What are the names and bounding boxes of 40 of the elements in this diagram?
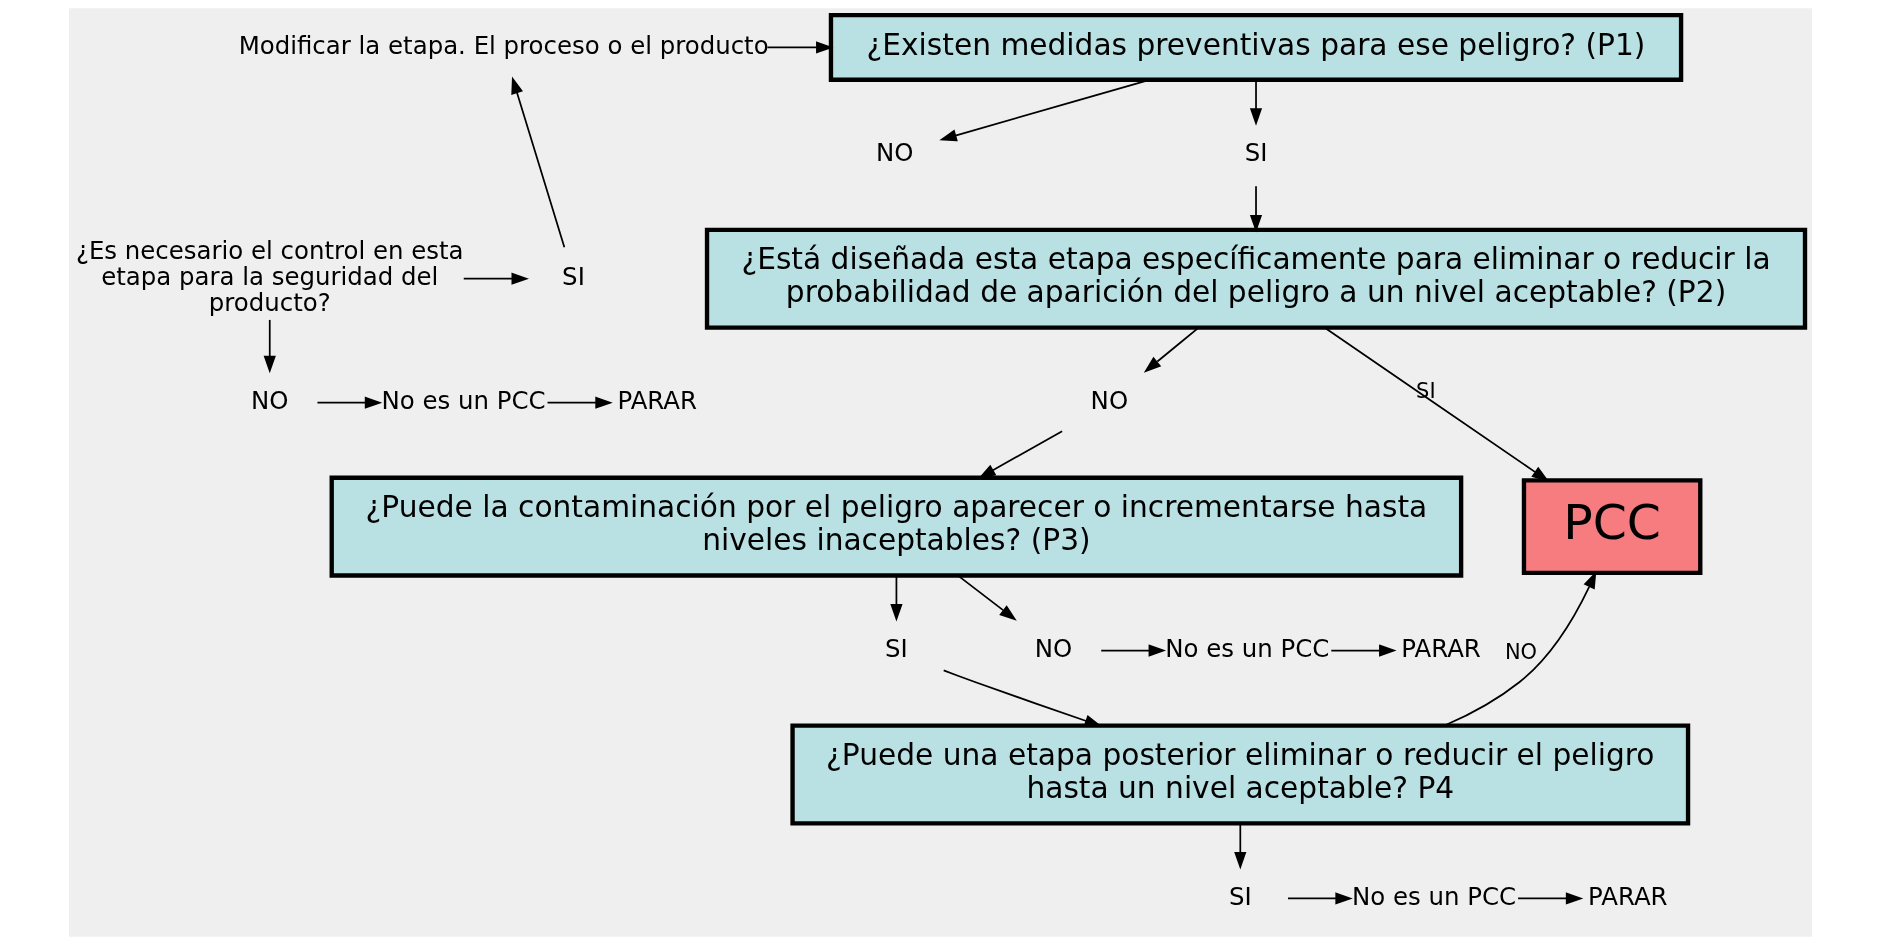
- arrow: [316, 396, 383, 409]
- node-box: ¿Puede una etapa posterior eliminar o reducir el peligro hasta un nivel aceptable? P4: [790, 723, 1691, 826]
- arrow: [511, 76, 566, 249]
- node-text: No es un PCC: [1352, 881, 1517, 911]
- arrow: [1100, 644, 1167, 657]
- arrow: [1143, 327, 1199, 373]
- node-text: No es un PCC: [381, 386, 546, 416]
- node-text: PARAR: [1588, 881, 1668, 911]
- node-text: PARAR: [1401, 634, 1481, 664]
- arrow: [1517, 892, 1584, 905]
- node-text: NO: [875, 138, 914, 168]
- arrow: [462, 272, 529, 285]
- edge-label: NO: [1504, 640, 1538, 665]
- node-text: SI: [1244, 138, 1268, 168]
- arrow: [1249, 185, 1263, 233]
- arrow: [766, 41, 834, 54]
- node-box: ¿Puede la contaminación por el peligro aparecer o incrementarse hasta niveles inaceptables? (P3): [329, 475, 1464, 578]
- node-text: NO: [251, 386, 289, 416]
- node-text: SI: [562, 262, 585, 292]
- arrow: [890, 575, 903, 622]
- node-text: SI: [1228, 881, 1252, 911]
- arrow: [957, 574, 1017, 621]
- node-text: No es un PCC: [1165, 634, 1330, 664]
- node-text: Modificar la etapa. El proceso o el producto: [238, 30, 769, 60]
- node-box: ¿Está diseñada esta etapa específicamente para eliminar o reducir la probabilidad de aparición del peligro a un nivel aceptable? (P2): [704, 227, 1808, 330]
- node-text: SI: [885, 634, 908, 664]
- arrow: [546, 396, 613, 409]
- arrow: [1330, 644, 1397, 657]
- arrow: [1287, 892, 1353, 905]
- arrow: [978, 430, 1063, 479]
- node-text: NO: [1090, 386, 1129, 416]
- arrow: [1234, 822, 1247, 870]
- node-text: NO: [1034, 634, 1073, 664]
- node-text: PARAR: [617, 386, 698, 416]
- arrow: [1324, 327, 1550, 482]
- node-box: PCC: [1521, 478, 1703, 576]
- node-text: ¿Es necesario el control en esta etapa para la seguridad del producto?: [75, 236, 464, 318]
- node-box: ¿Existen medidas preventivas para ese peligro? (P1): [828, 12, 1684, 82]
- arrow: [263, 319, 276, 374]
- edge-label: SI: [1416, 379, 1436, 404]
